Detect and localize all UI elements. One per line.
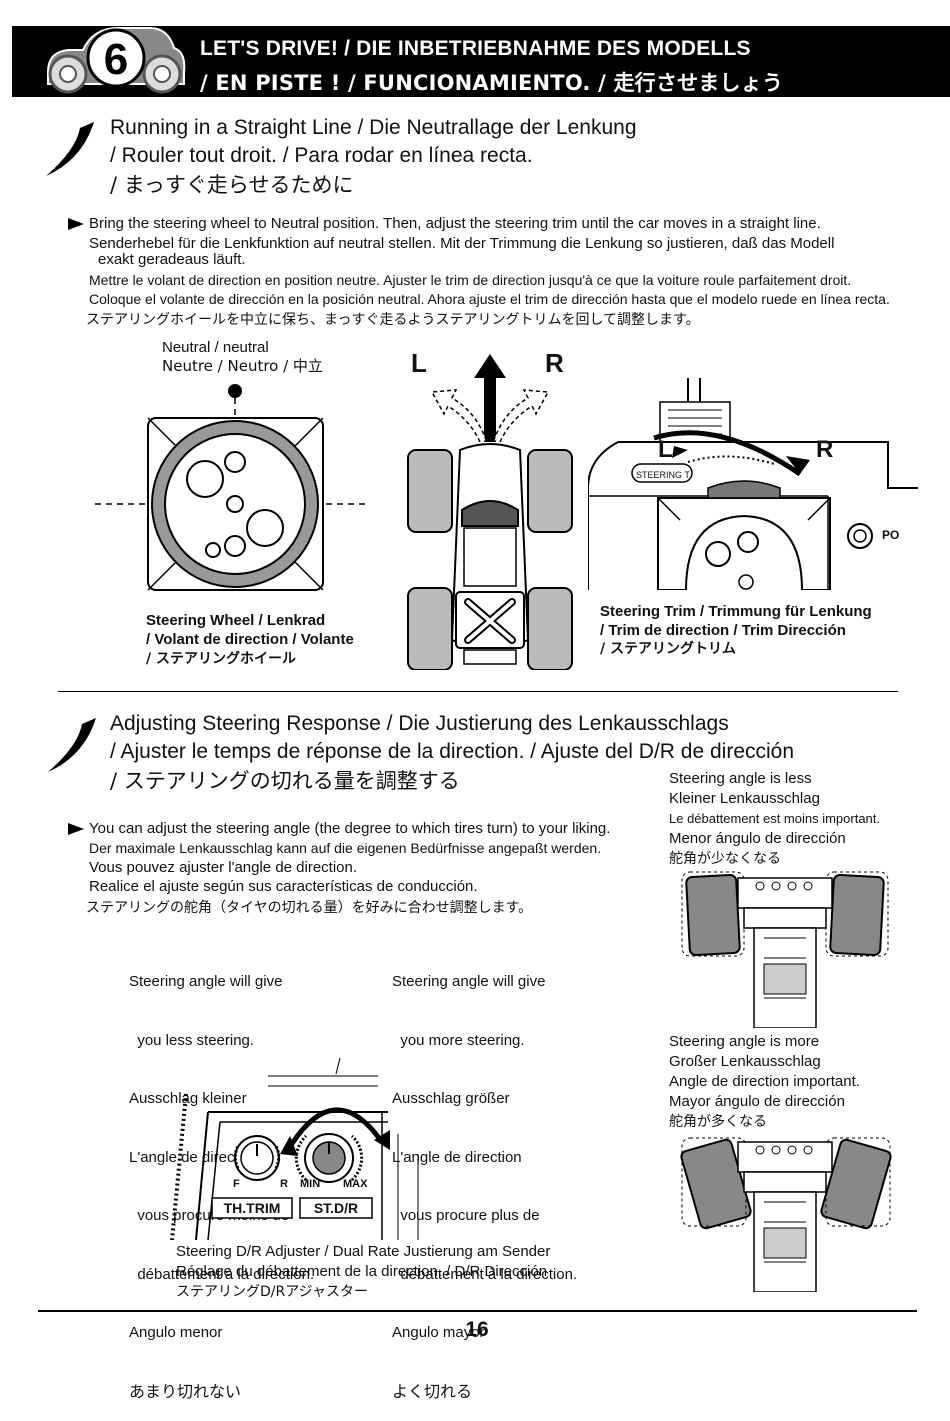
- steering-trim-caption-3: / ステアリングトリム: [600, 641, 736, 657]
- st-dr-label: ST.D/R: [313, 1200, 359, 1216]
- header-title-line1: LET'S DRIVE! / DIE INBETRIEBNAHME DES MO…: [200, 37, 751, 60]
- knob-max-label: MAX: [343, 1178, 368, 1190]
- section2-title-3: / ステアリングの切れる量を調整する: [110, 769, 460, 793]
- section1-title-3: / まっすぐ走らせるために: [110, 173, 354, 197]
- dr-caption-3: ステアリングD/Rアジャスター: [176, 1284, 368, 1300]
- knob-f-label: F: [233, 1178, 240, 1190]
- steering-wheel-caption-2: / Volant de direction / Volante: [146, 631, 354, 648]
- s2-instruction-fr: Vous pouvez ajuster l'angle de direction…: [89, 859, 358, 876]
- angle-less-text: Steering angle is less Kleiner Lenkaussc…: [669, 770, 881, 867]
- section1-title-1: Running in a Straight Line / Die Neutral…: [110, 116, 637, 139]
- step-badge-car-icon: 6: [47, 27, 186, 94]
- section2-title-1: Adjusting Steering Response / Die Justie…: [110, 712, 729, 735]
- dr-caption-1: Steering D/R Adjuster / Dual Rate Justie…: [176, 1243, 551, 1260]
- s1-instruction-jp: ステアリングホイールを中立に保ち、まっすぐ走るようステアリングトリムを回して調整…: [86, 312, 700, 328]
- s1-instruction-de-2: exakt geradeaus läuft.: [98, 251, 246, 268]
- transmitter-trim-diagram: [588, 378, 918, 590]
- section1-title-2: / Rouler tout droit. / Para rodar en lín…: [110, 144, 533, 167]
- footer-rule: [38, 1310, 917, 1312]
- crescent-bullet-icon-2: [48, 718, 96, 772]
- steering-trim-caption-2: / Trim de direction / Trim Dirección: [600, 622, 846, 639]
- steering-trim-knob-label: STEERING TRIM: [636, 470, 690, 480]
- header-title-line2: / EN PISTE ! / FUNCIONAMIENTO. / 走行させましょ…: [200, 71, 784, 95]
- s2-instruction-en: You can adjust the steering angle (the d…: [89, 820, 611, 837]
- knob-r-label: R: [280, 1178, 288, 1190]
- transmitter-dr-diagram: [170, 1057, 419, 1240]
- power-switch-label: PO: [882, 528, 900, 542]
- knob-min-label: MIN: [300, 1178, 321, 1190]
- trim-right-label: R: [816, 436, 834, 463]
- section-divider: [58, 691, 898, 692]
- neutral-label-1: Neutral / neutral: [162, 339, 269, 356]
- th-trim-label: TH.TRIM: [223, 1200, 281, 1216]
- section2-title-2: / Ajuster le temps de réponse de la dire…: [110, 740, 795, 763]
- s1-instruction-fr: Mettre le volant de direction en positio…: [89, 272, 852, 288]
- crescent-bullet-icon: [46, 122, 94, 176]
- step-number: 6: [104, 35, 128, 84]
- steering-wheel-caption-1: Steering Wheel / Lenkrad: [146, 612, 326, 629]
- s2-instruction-es: Realice el ajuste según sus característi…: [89, 878, 478, 895]
- trim-left-label: L: [658, 436, 673, 463]
- steering-trim-caption-1: Steering Trim / Trimmung für Lenkung: [600, 603, 872, 620]
- s1-instruction-de-1: Senderhebel für die Lenkfunktion auf neu…: [89, 235, 835, 252]
- monster-truck-top-view: [407, 354, 573, 670]
- chassis-more-angle-diagram: [680, 1137, 892, 1292]
- angle-more-text: Steering angle is more Großer Lenkaussch…: [669, 1033, 860, 1130]
- arrow-left-label: L: [411, 348, 427, 378]
- chassis-less-angle-diagram: [681, 871, 889, 1028]
- s1-instruction-es: Coloque el volante de dirección en la po…: [89, 291, 890, 307]
- steering-wheel-caption-3: / ステアリングホイール: [146, 651, 296, 667]
- steering-wheel-diagram: [95, 384, 365, 595]
- s1-instruction-en: Bring the steering wheel to Neutral posi…: [89, 215, 821, 232]
- arrow-right-label: R: [545, 348, 564, 378]
- dr-caption-2: Réglage du débattement de la direction. …: [176, 1263, 548, 1280]
- page-number: 16: [465, 1318, 489, 1341]
- triangle-bullet-icon-2: [68, 823, 84, 835]
- s2-instruction-de: Der maximale Lenkausschlag kann auf die …: [89, 840, 602, 856]
- s2-instruction-jp: ステアリングの舵角（タイヤの切れる量）を好みに合わせ調整します。: [86, 900, 533, 916]
- neutral-label-2: Neutre / Neutro / 中立: [162, 357, 323, 375]
- triangle-bullet-icon: [68, 218, 84, 230]
